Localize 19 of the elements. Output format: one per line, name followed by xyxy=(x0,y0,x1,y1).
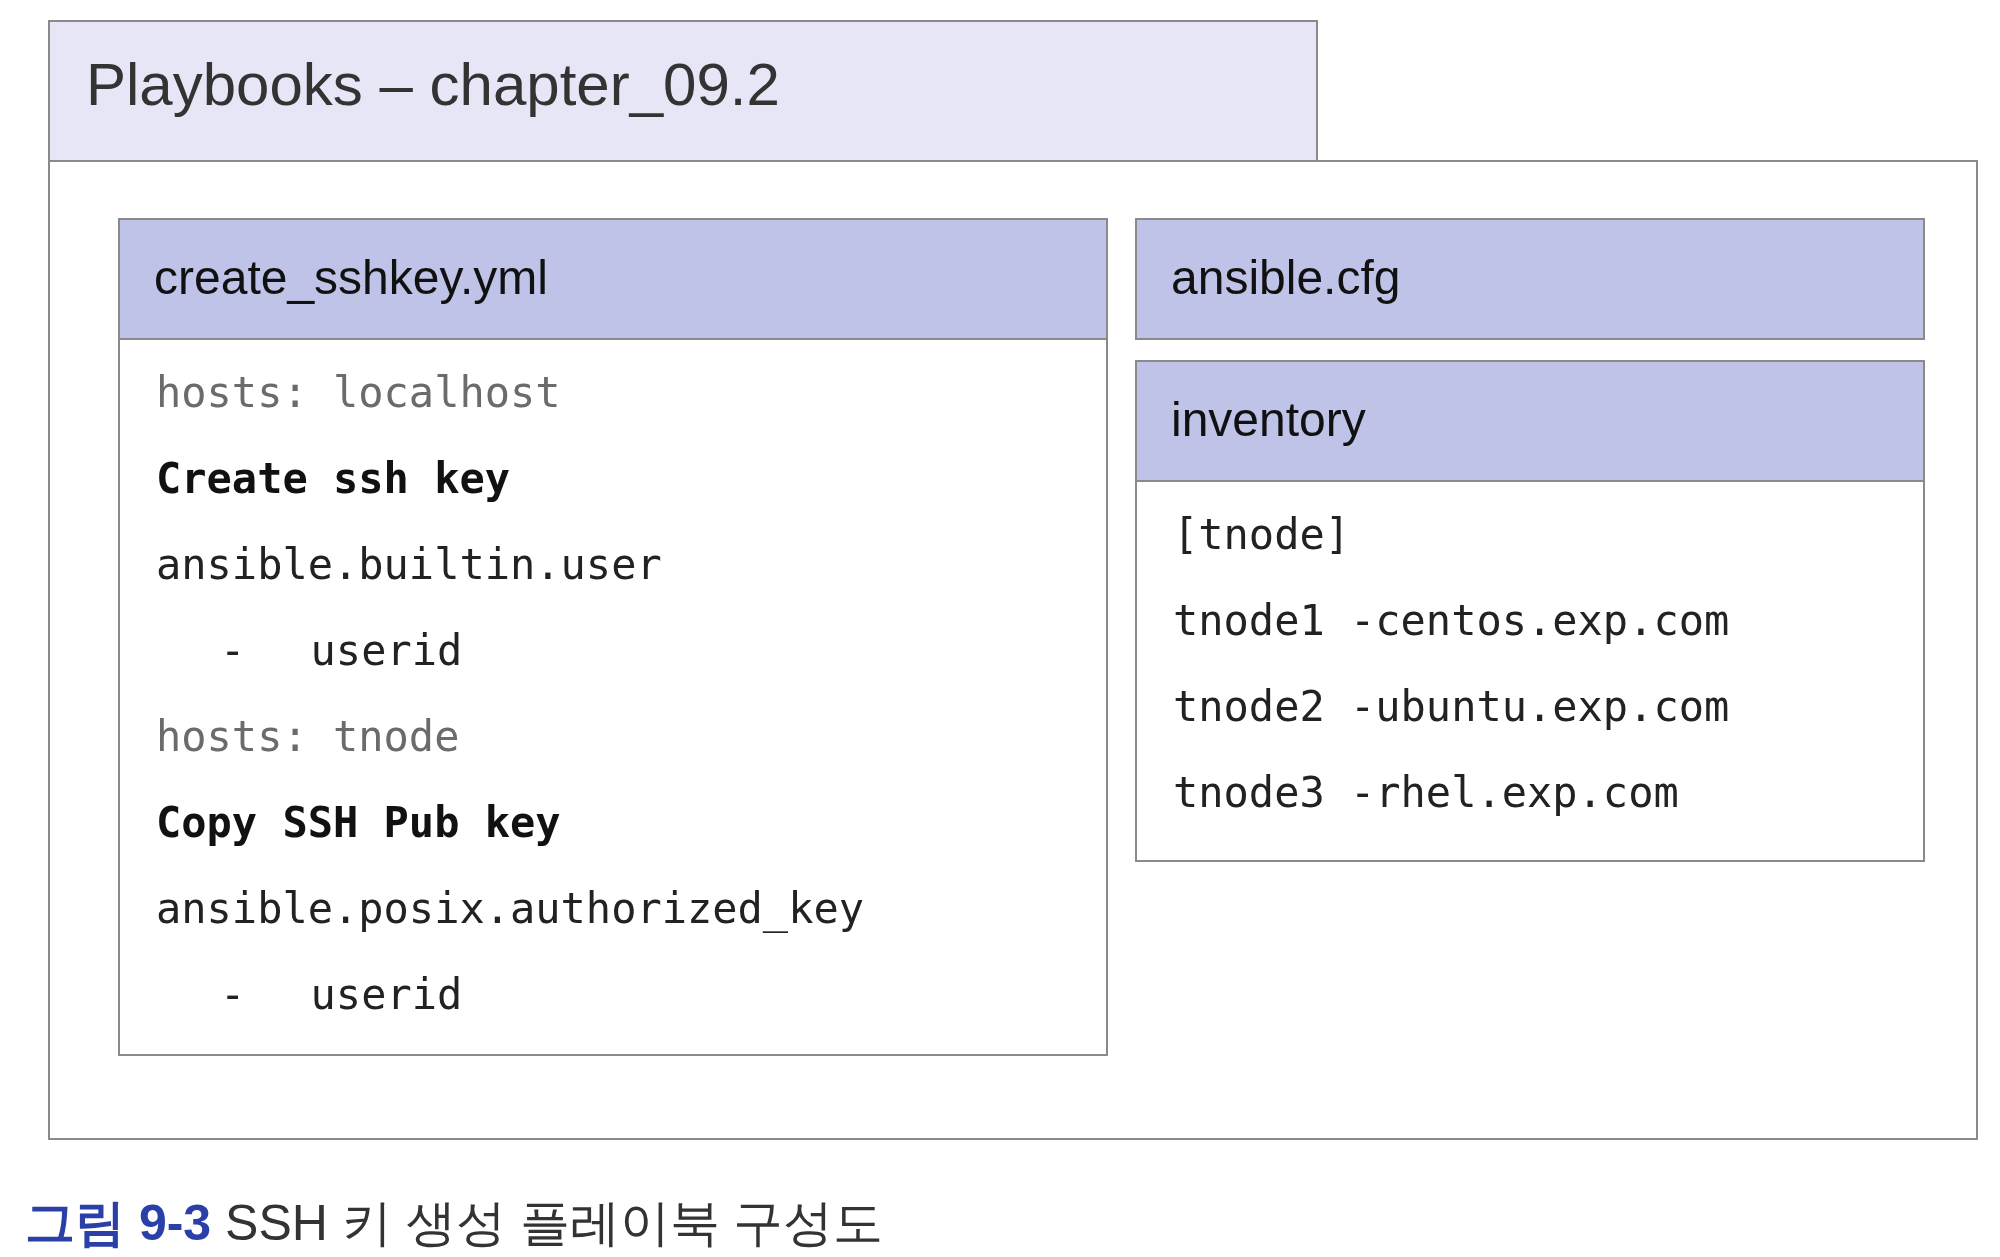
code-line: ansible.builtin.user xyxy=(155,539,663,591)
code-line: tnode3 -rhel.exp.com xyxy=(1172,767,1680,819)
code-line: - userid xyxy=(219,969,464,1021)
file-name: create_sshkey.yml xyxy=(120,220,1106,340)
file-card xyxy=(118,218,1108,1056)
code-line: hosts: localhost xyxy=(155,367,562,419)
code-line: [tnode] xyxy=(1172,509,1351,561)
code-line: ansible.posix.authorized_key xyxy=(155,883,865,935)
file-name: ansible.cfg xyxy=(1137,220,1923,340)
group-title: Playbooks – chapter_09.2 xyxy=(48,20,1318,162)
code-line: Create ssh key xyxy=(155,453,511,505)
code-line: tnode2 -ubuntu.exp.com xyxy=(1172,681,1731,733)
code-line: - userid xyxy=(219,625,464,677)
code-line: tnode1 -centos.exp.com xyxy=(1172,595,1731,647)
code-line: Copy SSH Pub key xyxy=(155,797,562,849)
figure-caption: 그림 9-3 SSH 키 생성 플레이북 구성도 xyxy=(25,1194,884,1253)
file-name: inventory xyxy=(1137,362,1923,482)
code-line: hosts: tnode xyxy=(155,711,461,763)
file-card xyxy=(1135,360,1925,862)
